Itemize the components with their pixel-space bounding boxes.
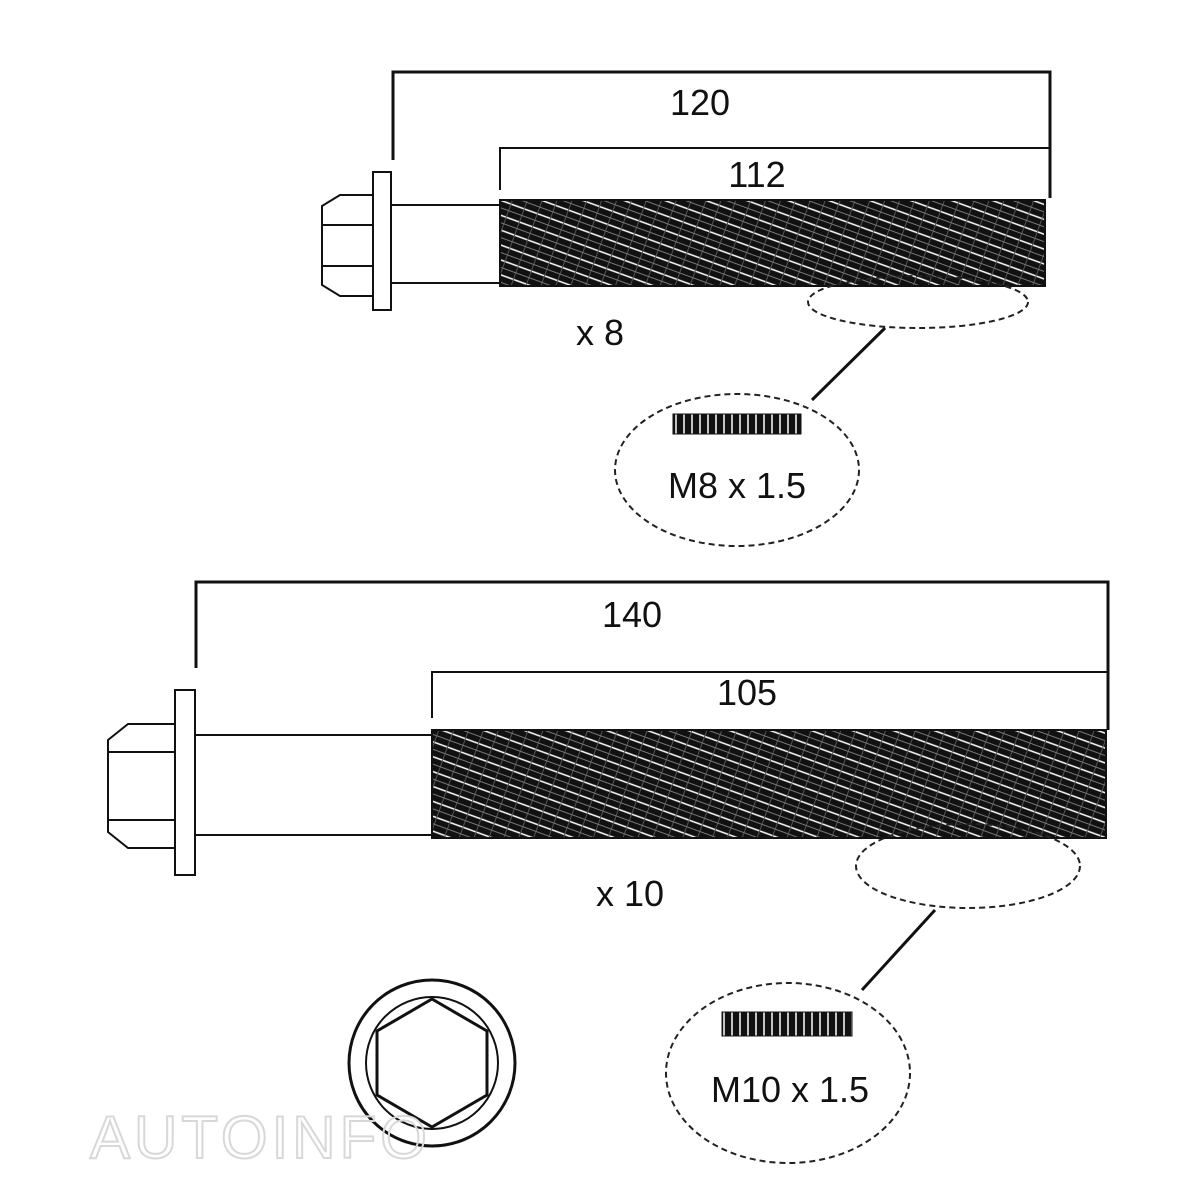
bolt-head-1 — [321, 194, 374, 297]
bolt-m8: 120 112 x 8 M8 x 1.5 — [321, 70, 1052, 547]
bolt-flange-2 — [174, 689, 196, 876]
bolt-shank-2 — [194, 734, 433, 836]
thread-length-label-2: 105 — [717, 672, 777, 713]
thread-detail-callout-1 — [614, 393, 860, 547]
callout-leader-1 — [810, 326, 887, 402]
bolt-shank-1 — [390, 204, 501, 284]
bolt-head-end-view — [347, 978, 517, 1148]
bolt-head-2 — [107, 723, 176, 849]
overall-length-bracket-1 — [391, 70, 1052, 198]
thread-pitch-sample-2 — [721, 1011, 853, 1037]
bolt-m10: 140 105 x 10 M10 x 1.5 — [107, 580, 1110, 1164]
quantity-label-1: x 8 — [576, 312, 624, 353]
overall-length-label-2: 140 — [602, 594, 662, 635]
thread-spec-label-1: M8 x 1.5 — [668, 465, 806, 506]
thread-pitch-sample-1 — [672, 413, 802, 435]
thread-detail-marker-2 — [855, 823, 1081, 909]
thread-length-bracket-2 — [431, 671, 1109, 730]
hex-outline — [375, 997, 489, 1129]
overall-length-label-1: 120 — [670, 82, 730, 123]
bolt-flange-1 — [372, 171, 392, 311]
bolt-thread-1 — [499, 199, 1046, 287]
overall-length-bracket-2 — [194, 580, 1110, 730]
thread-spec-label-2: M10 x 1.5 — [711, 1069, 869, 1110]
thread-detail-callout-2 — [665, 982, 911, 1164]
thread-length-label-1: 112 — [728, 154, 785, 195]
callout-leader-2 — [860, 908, 937, 992]
thread-detail-marker-1 — [807, 275, 1029, 329]
bolt-thread-2 — [431, 729, 1107, 839]
thread-length-bracket-1 — [499, 147, 1051, 198]
watermark-logo: AUTOINFO — [90, 1104, 431, 1171]
quantity-label-2: x 10 — [596, 873, 664, 914]
